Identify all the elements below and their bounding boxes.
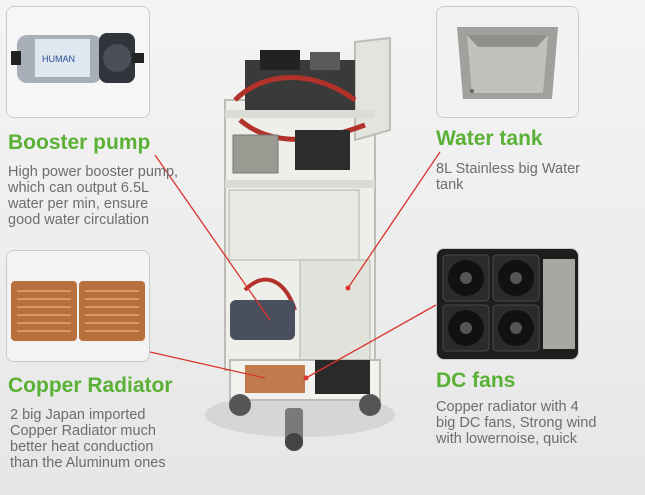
- callout-line-dc-fans: [305, 304, 437, 379]
- callout-dot-water-tank: [345, 285, 351, 291]
- booster-pump-description: High power booster pump, which can outpu…: [8, 164, 179, 228]
- svg-text:HUMAN: HUMAN: [42, 54, 75, 64]
- callout-line-water-tank: [347, 151, 441, 289]
- copper-radiator-photo: [6, 250, 150, 362]
- water-tank-description: 8L Stainless big Water tank: [436, 161, 580, 193]
- callout-line-booster-pump: [154, 154, 271, 321]
- copper-radiator-title: Copper Radiator: [8, 374, 173, 397]
- water-tank-title: Water tank: [436, 127, 543, 150]
- water-tank-photo: [436, 6, 579, 118]
- dc-fans-photo: [436, 248, 579, 360]
- copper-radiator-description: 2 big Japan imported Copper Radiator muc…: [10, 407, 166, 471]
- dc-fans-title: DC fans: [436, 369, 516, 392]
- callout-line-copper-radiator: [149, 351, 266, 379]
- dc-fans-description: Copper radiator with 4 big DC fans, Stro…: [436, 399, 597, 447]
- booster-pump-photo: HUMAN: [6, 6, 150, 118]
- booster-pump-title: Booster pump: [8, 131, 151, 154]
- machine-illustration: [205, 36, 395, 451]
- callout-dot-dc-fans: [303, 375, 309, 381]
